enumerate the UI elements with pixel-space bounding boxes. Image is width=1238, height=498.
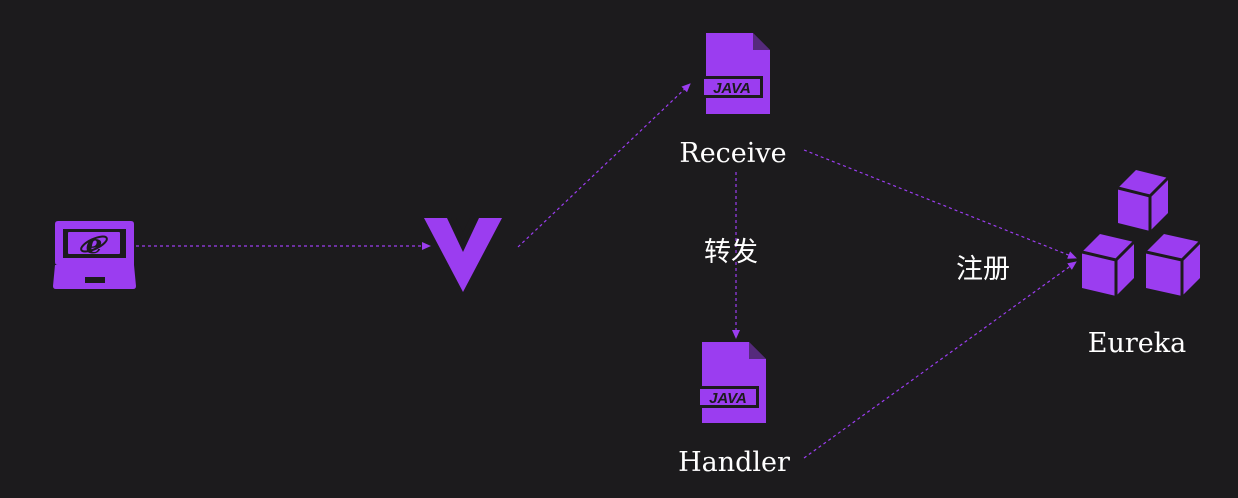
receive-java-badge: JAVA <box>713 80 751 97</box>
edge-label-register: 注册 <box>956 254 1010 285</box>
svg-text:e: e <box>86 230 103 260</box>
handler-java-file-icon: JAVA <box>697 342 766 423</box>
receive-label: Receive <box>679 138 786 169</box>
laptop-browser-icon: e <box>53 221 136 289</box>
receive-java-file-icon: JAVA <box>701 33 770 114</box>
handler-label: Handler <box>678 447 790 478</box>
edge-label-forward: 转发 <box>704 237 758 268</box>
edge-handler-to-eureka <box>803 261 1077 459</box>
vue-logo-icon <box>424 218 502 292</box>
eureka-label: Eureka <box>1088 328 1186 359</box>
handler-java-badge: JAVA <box>709 390 747 407</box>
edge-receive-to-eureka <box>803 149 1077 259</box>
eureka-cubes-icon <box>1081 170 1202 296</box>
edge-gateway-to-receive <box>517 83 691 248</box>
